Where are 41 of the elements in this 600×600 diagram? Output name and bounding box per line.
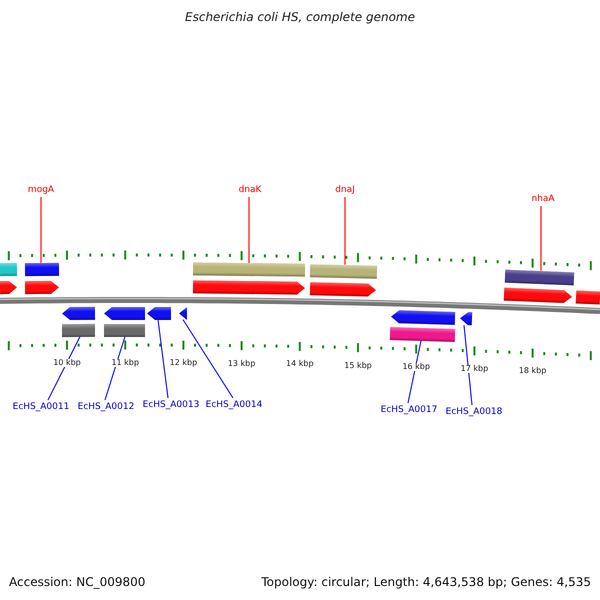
leader-line [540, 206, 542, 272]
scale-label: 17 kbp [460, 364, 488, 373]
gene-feature [576, 290, 600, 305]
scale-label: 12 kbp [170, 359, 198, 368]
title: Escherichia coli HS, complete genome [184, 11, 416, 23]
leader-line [344, 196, 346, 266]
gene-label: dnaJ [335, 184, 355, 196]
leader-line [408, 340, 422, 404]
gene-label: EcHS_A0012 [78, 401, 134, 413]
gene-bar [192, 262, 306, 277]
gene-label: EcHS_A0011 [12, 401, 70, 413]
gene-label: nhaA [531, 193, 555, 205]
gene-label: mogA [28, 184, 54, 196]
gene-label: EcHS_A0017 [380, 404, 438, 416]
footer-text: Topology: circular; Length: 4,643,538 bp; Genes: 4,535 [261, 576, 591, 588]
scale-label: 14 kbp [286, 360, 314, 368]
leader-line [158, 319, 168, 398]
gene-label: dnaK [238, 184, 262, 196]
gene-label: EcHS_A0014 [206, 399, 262, 411]
gene-bar [504, 269, 574, 286]
gene-bar [390, 326, 456, 342]
gene-bar [310, 264, 378, 278]
gene-bar [62, 324, 96, 337]
leader-line [464, 324, 472, 406]
leader-line [182, 319, 234, 398]
leader-line [40, 196, 42, 264]
scale-label: 13 kbp [228, 360, 256, 368]
gene-bar [104, 324, 145, 336]
gene-label: EcHS_A0013 [142, 399, 200, 411]
scale-label: 15 kbp [344, 362, 372, 370]
gene-label: EcHS_A0018 [446, 406, 502, 418]
scale-label: 18 kbp [518, 367, 546, 376]
scale-label: 10 kbp [53, 359, 81, 368]
scale-label: 16 kbp [402, 363, 430, 372]
gene-bar [0, 263, 18, 276]
leader-line [48, 336, 80, 400]
leader-line [248, 196, 250, 264]
scale-label: 11 kbp [111, 359, 139, 367]
footer-text: Accession: NC_009800 [9, 576, 146, 588]
leader-line [104, 336, 126, 400]
gene-bar [24, 262, 60, 276]
